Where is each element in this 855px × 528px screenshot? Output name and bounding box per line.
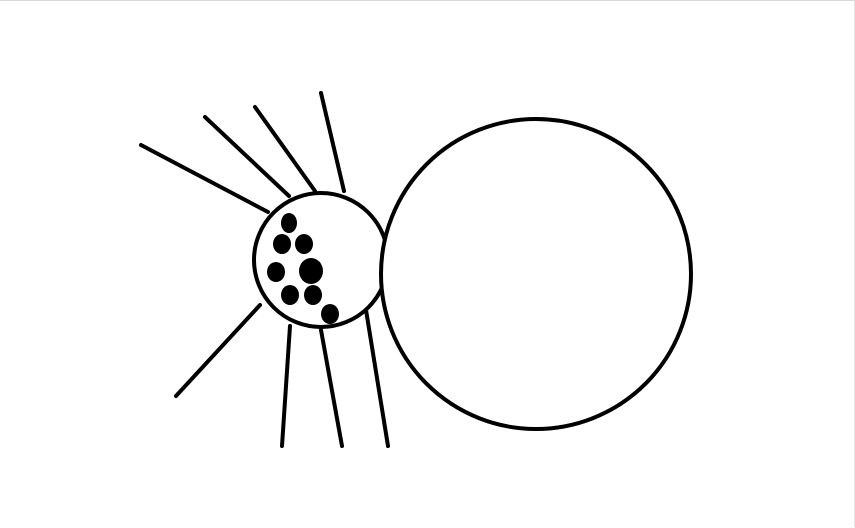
leg-7 xyxy=(321,330,342,446)
leg-6 xyxy=(282,326,290,446)
eye-6 xyxy=(281,285,299,305)
eye-8 xyxy=(321,304,339,324)
eye-2 xyxy=(273,234,291,254)
eye-3 xyxy=(295,234,313,254)
eye-4 xyxy=(267,262,285,282)
leg-3 xyxy=(255,107,315,191)
spider-head xyxy=(254,193,388,327)
leg-5 xyxy=(176,305,260,396)
leg-4 xyxy=(321,93,344,191)
leg-8 xyxy=(366,310,388,446)
eye-7 xyxy=(304,285,322,305)
leg-1 xyxy=(141,145,268,212)
eye-1 xyxy=(281,213,297,233)
spider-abdomen xyxy=(381,119,691,429)
eye-5 xyxy=(299,258,323,284)
